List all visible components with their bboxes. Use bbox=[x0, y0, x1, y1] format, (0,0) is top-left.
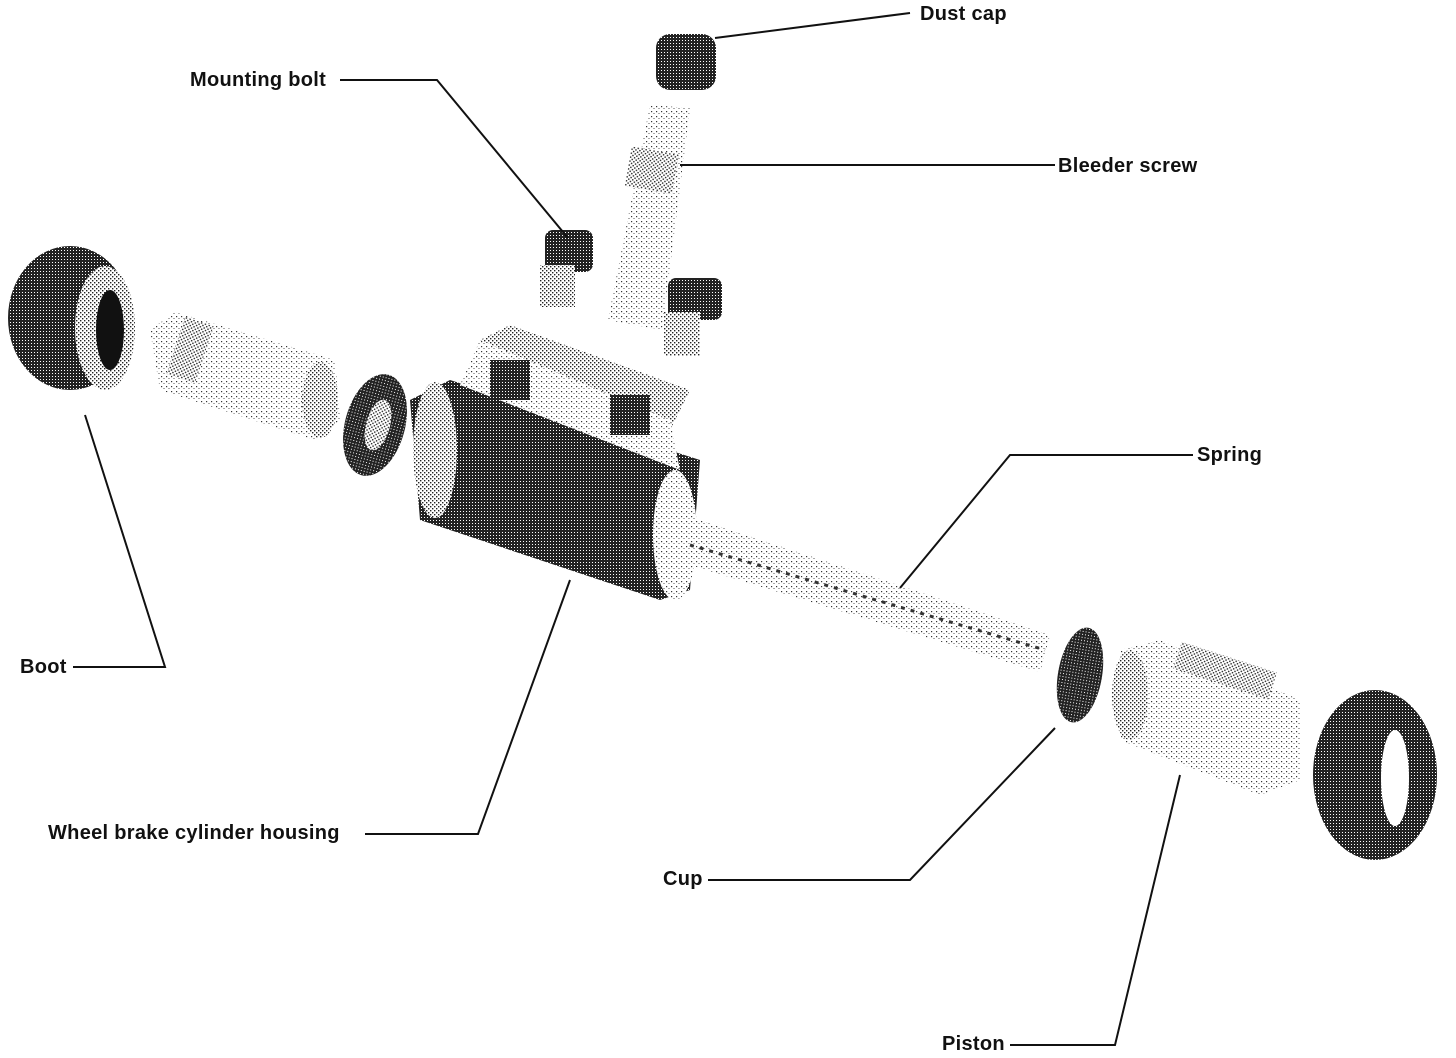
leader-housing bbox=[365, 579, 571, 835]
spring bbox=[680, 520, 1050, 672]
leader-cup bbox=[708, 727, 1056, 881]
dust-cap bbox=[656, 34, 716, 90]
left-piston bbox=[150, 312, 340, 440]
right-piston bbox=[1112, 640, 1300, 795]
leader-lines bbox=[73, 12, 1193, 1046]
wheel-brake-cylinder-housing bbox=[410, 325, 700, 600]
label-cup: Cup bbox=[663, 868, 703, 890]
label-spring: Spring bbox=[1197, 444, 1263, 466]
leader-piston bbox=[1010, 774, 1181, 1046]
label-boot: Boot bbox=[20, 656, 67, 678]
label-dust-cap: Dust cap bbox=[920, 3, 1007, 25]
mounting-bolt-left bbox=[540, 230, 593, 307]
mounting-bolt-right bbox=[664, 278, 722, 356]
leader-mounting-bolt bbox=[340, 79, 569, 239]
left-cup bbox=[343, 374, 407, 476]
right-boot bbox=[1313, 690, 1437, 860]
label-bleeder-screw: Bleeder screw bbox=[1058, 155, 1198, 177]
leader-spring bbox=[899, 454, 1193, 589]
label-piston: Piston bbox=[942, 1033, 1005, 1055]
left-boot bbox=[8, 246, 135, 390]
bleeder-screw bbox=[608, 105, 690, 330]
label-housing: Wheel brake cylinder housing bbox=[48, 822, 340, 844]
leader-boot bbox=[73, 414, 167, 668]
label-mounting-bolt: Mounting bolt bbox=[190, 69, 327, 91]
right-cup bbox=[1056, 627, 1104, 723]
leader-dust-cap bbox=[714, 12, 911, 39]
